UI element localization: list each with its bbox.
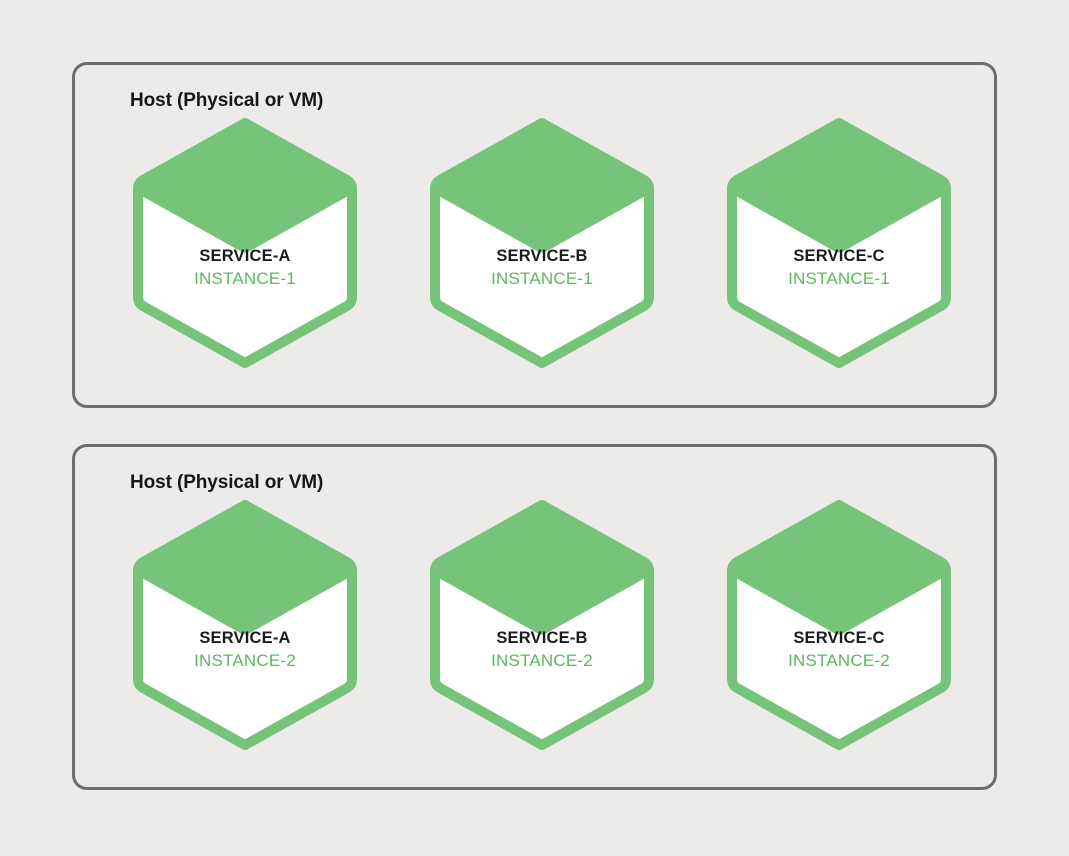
host-container-1: Host (Physical or VM) SERVICE-A INSTANCE… — [72, 62, 997, 408]
host-container-2: Host (Physical or VM) SERVICE-A INSTANCE… — [72, 444, 997, 790]
service-node[interactable]: SERVICE-B INSTANCE-2 — [430, 499, 654, 750]
service-node[interactable]: SERVICE-C INSTANCE-1 — [727, 117, 951, 368]
host-label: Host (Physical or VM) — [130, 90, 324, 111]
service-node[interactable]: SERVICE-A INSTANCE-1 — [133, 117, 357, 368]
hexagon-service-icon — [133, 499, 357, 750]
service-node[interactable]: SERVICE-C INSTANCE-2 — [727, 499, 951, 750]
service-node[interactable]: SERVICE-B INSTANCE-1 — [430, 117, 654, 368]
hexagon-service-icon — [727, 499, 951, 750]
service-node-row: SERVICE-A INSTANCE-2 SERVICE-B INSTANCE-… — [75, 499, 994, 750]
service-node[interactable]: SERVICE-A INSTANCE-2 — [133, 499, 357, 750]
host-label: Host (Physical or VM) — [130, 472, 324, 493]
hexagon-service-icon — [430, 499, 654, 750]
hexagon-service-icon — [430, 117, 654, 368]
hexagon-service-icon — [727, 117, 951, 368]
service-node-row: SERVICE-A INSTANCE-1 SERVICE-B INSTANCE-… — [75, 117, 994, 368]
hexagon-service-icon — [133, 117, 357, 368]
